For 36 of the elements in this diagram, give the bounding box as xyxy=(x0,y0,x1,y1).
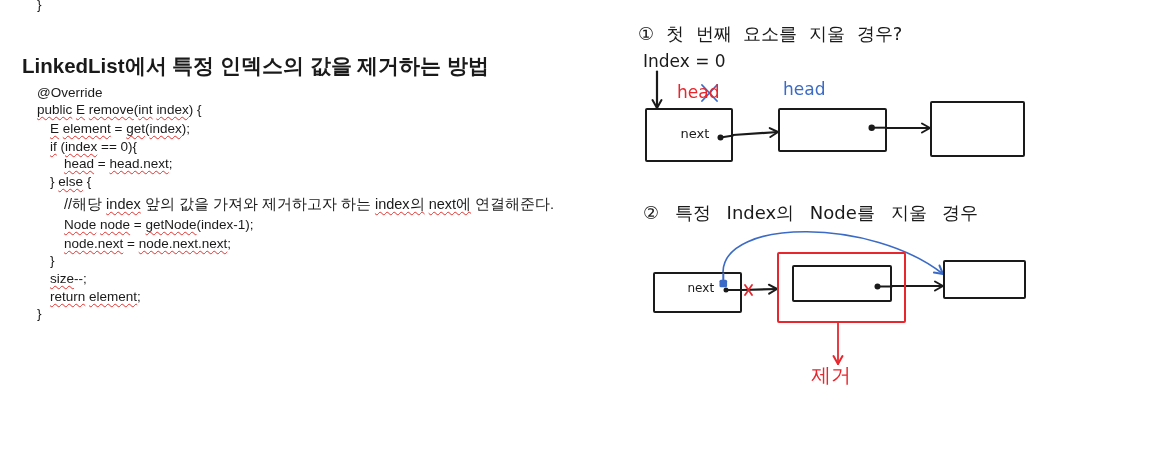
code-line: } xyxy=(50,253,55,269)
node-caption: head xyxy=(783,80,826,100)
arrow xyxy=(885,122,932,134)
arrow xyxy=(651,70,663,110)
code-line: node.next = node.next.next; xyxy=(64,236,232,252)
arrow xyxy=(722,230,944,275)
node-text: next xyxy=(687,281,715,296)
code-line: } else { xyxy=(50,174,92,190)
code-line: head = head.next; xyxy=(64,156,173,172)
code-line: public E remove(int index) { xyxy=(37,102,202,118)
annotation-text: Index = 0 xyxy=(643,52,726,72)
heading: LinkedList에서 특정 인덱스의 값을 제거하는 방법 xyxy=(22,53,489,79)
code-line: if (index == 0){ xyxy=(50,139,138,155)
list-node-box xyxy=(778,108,887,152)
list-node-box xyxy=(645,108,733,162)
list-node-box xyxy=(653,272,742,313)
code-line: Node node = getNode(index-1); xyxy=(64,217,254,233)
code-line: E element = get(index); xyxy=(50,121,190,137)
code-line: @Override xyxy=(37,85,103,101)
list-node-box xyxy=(792,265,892,302)
step-heading: ① 첫 번째 요소를 지울 경우? xyxy=(638,24,903,45)
code-line: } xyxy=(37,0,42,13)
step-heading: ② 특정 Index의 Node를 지울 경우 xyxy=(643,203,979,224)
code-line: } xyxy=(37,306,42,322)
code-line: return element; xyxy=(50,289,141,305)
annotation-text: 제거 xyxy=(811,364,851,387)
code-line: size--; xyxy=(50,271,87,287)
list-node-box xyxy=(943,260,1026,299)
node-text: next xyxy=(680,126,710,142)
arrow xyxy=(832,322,844,365)
arrow xyxy=(890,280,945,292)
highlight-frame xyxy=(777,252,906,323)
code-line: //해당 index 앞의 값을 가져와 제거하고자 하는 index의 next에 연결해준다. xyxy=(64,195,555,213)
list-node-box xyxy=(930,101,1025,157)
arrow xyxy=(731,127,780,138)
arrow xyxy=(740,283,779,295)
